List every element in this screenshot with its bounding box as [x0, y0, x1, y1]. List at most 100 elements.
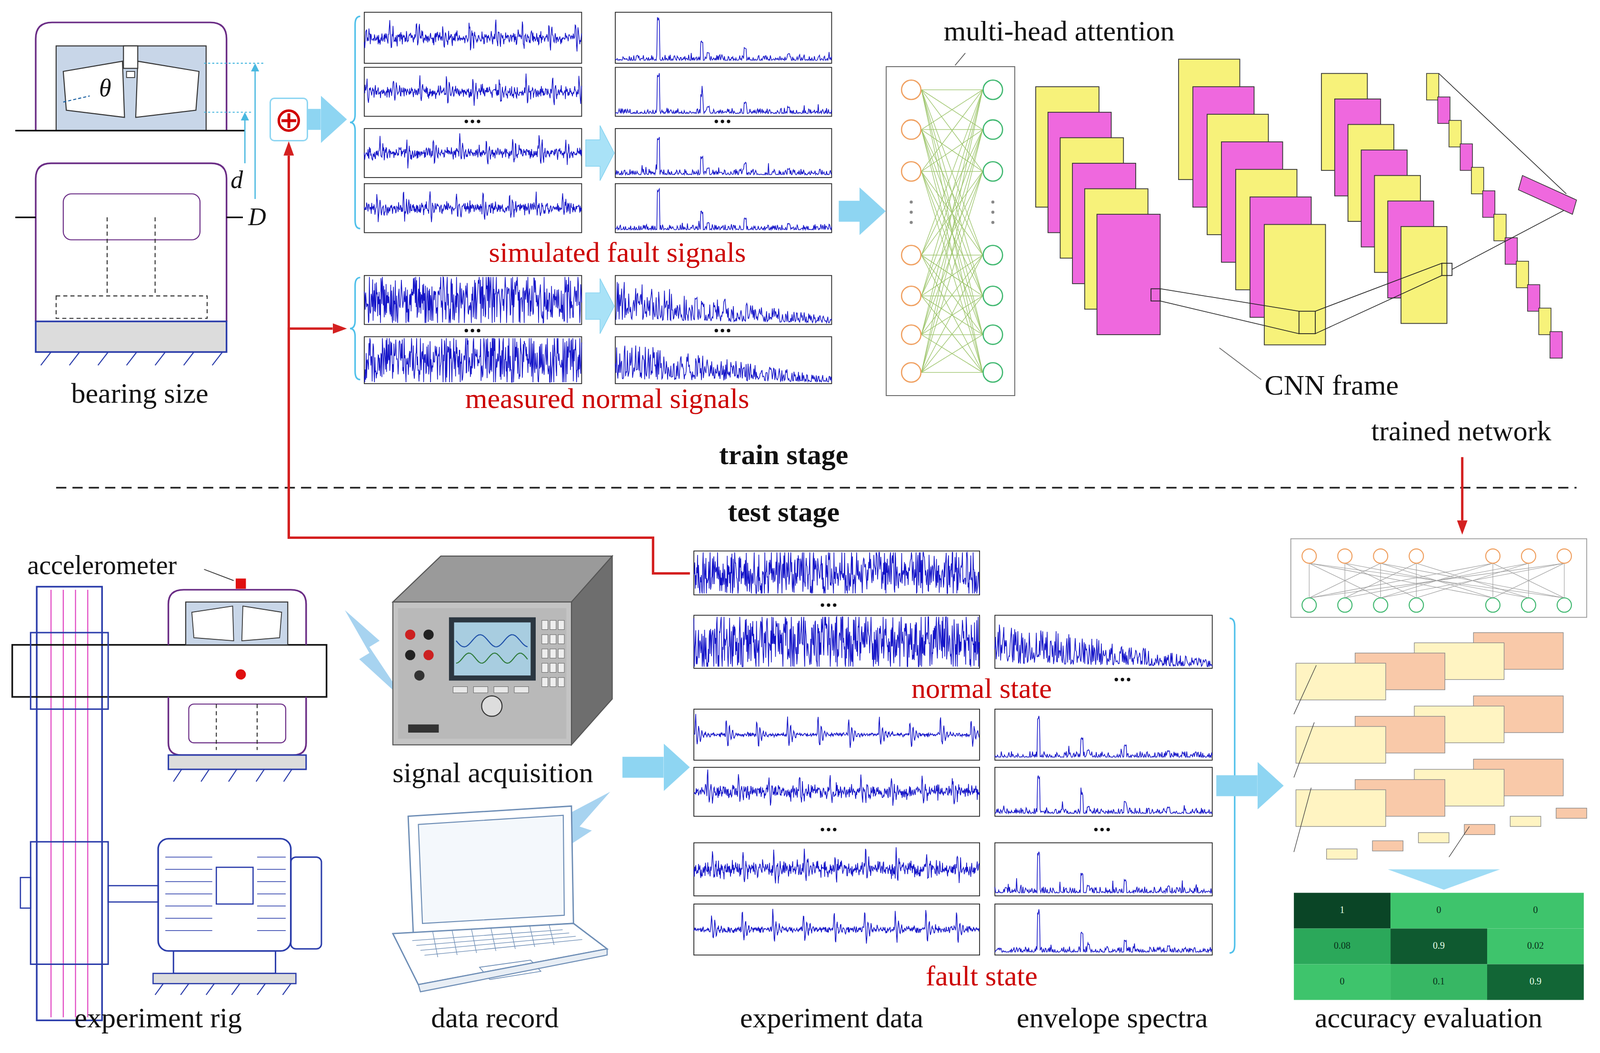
attention-figure [921, 171, 983, 296]
experiment-rig-figure [283, 769, 292, 782]
acquisition-device [550, 620, 557, 630]
evaluation-figure [1309, 563, 1381, 599]
acquisition-device [550, 677, 557, 687]
bearing-figure [126, 71, 135, 78]
experiment-plots [832, 828, 837, 832]
experiment-plots [994, 716, 1212, 758]
experiment-rig-figure [62, 590, 64, 1018]
experiment-plots [994, 851, 1212, 893]
caption: trained network [1370, 415, 1551, 448]
evaluation-figure [1416, 563, 1417, 599]
laptop-figure [529, 925, 535, 948]
attention-figure [983, 245, 1003, 265]
experiment-plots [693, 615, 980, 669]
signal-plots [720, 329, 725, 333]
evaluation-figure [1326, 849, 1358, 860]
cnn-figure [1471, 167, 1484, 195]
attention-figure [921, 255, 983, 297]
bearing-figure [212, 351, 223, 366]
signal-plots [615, 67, 832, 117]
experiment-plots [693, 714, 980, 749]
attention-figure [983, 362, 1003, 383]
experiment-plots [994, 709, 1212, 761]
evaluation-figure [1510, 816, 1541, 827]
attention-figure [921, 90, 983, 335]
experiment-plots [693, 904, 980, 956]
bearing-figure [63, 193, 200, 240]
signal-plots [364, 19, 582, 52]
evaluation-figure [1301, 549, 1317, 564]
evaluation-figure [1418, 832, 1450, 843]
signal-plots [615, 12, 832, 64]
experiment-rig-figure [257, 930, 286, 932]
bearing-figure [126, 351, 137, 366]
evaluation-figure [1301, 598, 1317, 613]
attention-figure [921, 295, 983, 297]
experiment-plots [1126, 678, 1130, 682]
evaluation-figure [1464, 824, 1495, 835]
signal-plots [470, 119, 475, 123]
experiment-rig-figure [216, 867, 253, 905]
cnn-figure [1449, 120, 1462, 148]
evaluation-figure [1557, 598, 1572, 613]
attention-figure [991, 200, 995, 204]
experiment-plots [994, 624, 1212, 667]
attention-figure [921, 171, 983, 373]
cnn-figure [1315, 275, 1442, 334]
experiment-rig-figure [235, 578, 246, 589]
experiment-rig-figure [12, 569, 407, 1021]
laptop-figure [418, 949, 608, 992]
attention-figure [901, 161, 921, 182]
acquisition-device [558, 677, 565, 687]
evaluation-figure [1293, 964, 1391, 1001]
experiment-rig-figure [168, 697, 307, 756]
cnn-figure [1451, 209, 1567, 270]
cnn-figure [1538, 308, 1551, 335]
experiment-plots [1120, 678, 1125, 682]
cnn-figure [1097, 214, 1161, 335]
matrix-cell: 0.9 [1529, 976, 1542, 987]
part-label: accelerometer [27, 550, 177, 581]
evaluation-figure [1293, 665, 1317, 715]
attention-figure [921, 254, 983, 256]
experiment-plots [693, 767, 980, 817]
signal-plots [464, 329, 469, 333]
stage-separator [56, 487, 1577, 489]
experiment-plots [994, 842, 1212, 896]
attention-figure [955, 52, 966, 66]
evaluation-figure [1309, 563, 1565, 599]
attention-figure [921, 90, 983, 172]
evaluation-figure [1390, 929, 1488, 965]
matrix-cell: 0.02 [1527, 940, 1544, 951]
laptop-figure [471, 929, 477, 954]
evaluation-figure [1409, 549, 1424, 564]
sum-symbol: ⊕ [269, 97, 308, 142]
caption: envelope spectra [1016, 1002, 1208, 1035]
bearing-figure [240, 112, 250, 121]
evaluation-figure [1380, 563, 1565, 599]
attention-figure [921, 255, 983, 297]
attention-figure [901, 286, 921, 306]
evaluation-figure [1372, 840, 1403, 851]
cnn-block: CNN frame [1025, 50, 1582, 409]
matrix-cell: 0 [1340, 976, 1345, 987]
experiment-rig-figure [30, 632, 109, 710]
experiment-rig-figure [74, 590, 76, 1018]
cnn-figure [1264, 224, 1326, 346]
attention-figure [921, 89, 983, 90]
evaluation-figure [1492, 563, 1565, 599]
laptop-figure [408, 806, 574, 934]
acquisition-device [405, 629, 416, 640]
caption: bearing size [70, 377, 209, 410]
cnn-figure [1493, 214, 1507, 241]
cnn-figure [1160, 289, 1299, 312]
signal-plots [364, 277, 582, 324]
experiment-rig-figure [152, 973, 296, 984]
caption: experiment data [740, 1002, 924, 1035]
acquisition-device [414, 670, 425, 681]
bearing-figure [135, 61, 200, 118]
caption: simulated fault signals [488, 236, 746, 269]
acquisition-device [541, 649, 549, 659]
connector [838, 200, 860, 222]
signal-plots [726, 329, 730, 333]
